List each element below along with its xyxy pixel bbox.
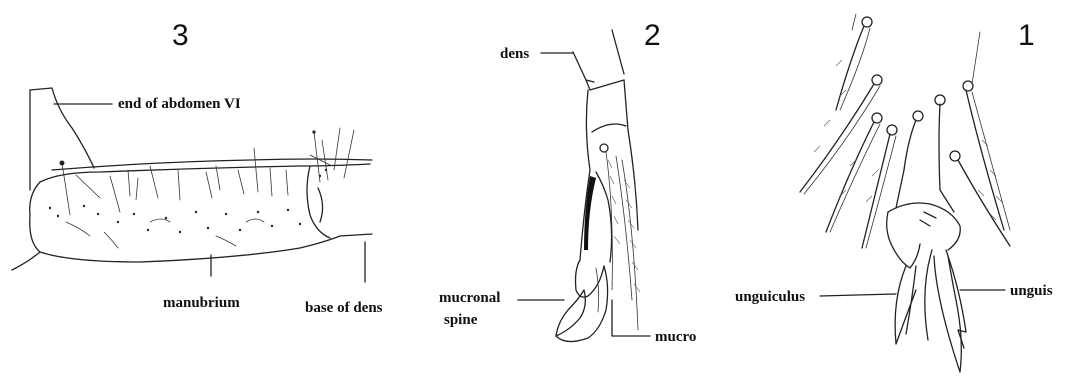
- label-end-of-abdomen: end of abdomen VI: [118, 96, 241, 112]
- panel-2: 2 dens mucronal: [439, 19, 696, 345]
- label-unguiculus: unguiculus: [735, 289, 805, 305]
- panel-2-number: 2: [644, 19, 661, 52]
- panel-3: 3: [12, 19, 383, 316]
- label-manubrium: manubrium: [163, 295, 240, 311]
- label-dens: dens: [500, 46, 529, 62]
- panel-1-number: 1: [1018, 19, 1035, 52]
- tenent-setae: [800, 14, 1010, 248]
- label-unguis: unguis: [1010, 283, 1053, 299]
- label-mucronal: mucronal: [439, 290, 500, 306]
- label-mucro: mucro: [655, 329, 696, 345]
- claw-drawing: [800, 14, 1010, 372]
- label-base-of-dens: base of dens: [305, 300, 383, 316]
- panel-1: 1: [735, 14, 1053, 372]
- manubrium-dots: [49, 169, 327, 233]
- panel-3-number: 3: [172, 19, 189, 52]
- label-spine: spine: [444, 312, 478, 328]
- manubrium-drawing: [12, 88, 372, 270]
- dens-drawing: [556, 30, 640, 342]
